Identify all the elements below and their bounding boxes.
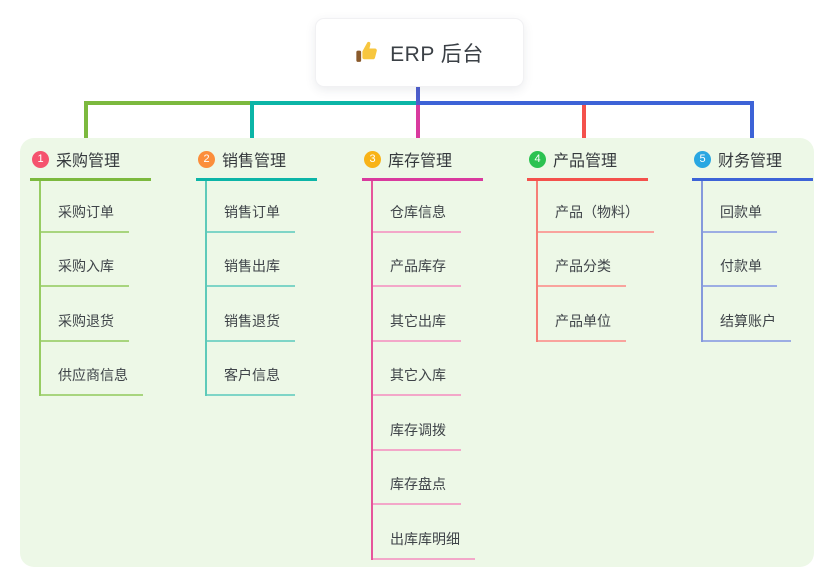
branch-finance: 5 财务管理 回款单 付款单 结算账户 <box>692 147 813 342</box>
node-item[interactable]: 采购退货 <box>41 287 129 342</box>
branch-inventory-items: 仓库信息 产品库存 其它出库 其它入库 库存调拨 库存盘点 出库库明细 <box>371 181 475 560</box>
branch-purchase-heading[interactable]: 1 采购管理 <box>30 147 151 181</box>
connector-branch4-drop <box>582 103 586 146</box>
branch-title: 财务管理 <box>718 153 783 170</box>
branch-purchase-items: 采购订单 采购入库 采购退货 供应商信息 <box>39 181 143 396</box>
node-item[interactable]: 销售出库 <box>207 233 295 287</box>
node-item[interactable]: 产品（物料） <box>538 181 654 233</box>
node-item[interactable]: 销售退货 <box>207 287 295 342</box>
branch-number-badge: 4 <box>529 150 546 168</box>
node-item[interactable]: 客户信息 <box>207 342 295 396</box>
node-item[interactable]: 结算账户 <box>703 287 791 342</box>
connector-branch1-horizontal <box>84 101 254 105</box>
connector-branch5-horizontal <box>416 101 754 105</box>
connector-branch1-drop <box>84 101 88 146</box>
branch-product: 4 产品管理 产品（物料） 产品分类 产品单位 <box>527 147 654 342</box>
node-item[interactable]: 采购订单 <box>41 181 129 233</box>
node-item[interactable]: 付款单 <box>703 233 777 287</box>
connector-branch5-drop <box>750 101 754 146</box>
branch-number-badge: 5 <box>694 150 711 168</box>
node-item[interactable]: 其它出库 <box>373 287 461 342</box>
branch-title: 销售管理 <box>222 153 287 170</box>
connector-branch3-drop <box>416 103 420 146</box>
branch-product-heading[interactable]: 4 产品管理 <box>527 147 648 181</box>
node-item[interactable]: 产品单位 <box>538 287 626 342</box>
root-node[interactable]: ERP 后台 <box>315 18 524 87</box>
branch-sales: 2 销售管理 销售订单 销售出库 销售退货 客户信息 <box>196 147 317 396</box>
branch-inventory-heading[interactable]: 3 库存管理 <box>362 147 483 181</box>
branch-sales-heading[interactable]: 2 销售管理 <box>196 147 317 181</box>
branch-title: 库存管理 <box>388 153 453 170</box>
node-item[interactable]: 销售订单 <box>207 181 295 233</box>
node-item[interactable]: 回款单 <box>703 181 777 233</box>
node-item[interactable]: 其它入库 <box>373 342 461 396</box>
connector-trunk <box>416 85 420 105</box>
node-item[interactable]: 库存调拨 <box>373 396 461 451</box>
connector-branch2-drop <box>250 101 254 146</box>
branch-sales-items: 销售订单 销售出库 销售退货 客户信息 <box>205 181 295 396</box>
branch-number-badge: 1 <box>32 150 49 168</box>
branch-title: 产品管理 <box>553 153 618 170</box>
branch-finance-items: 回款单 付款单 结算账户 <box>701 181 791 342</box>
node-item[interactable]: 出库库明细 <box>373 505 475 560</box>
branch-finance-heading[interactable]: 5 财务管理 <box>692 147 813 181</box>
node-item[interactable]: 采购入库 <box>41 233 129 287</box>
node-item[interactable]: 仓库信息 <box>373 181 461 233</box>
branch-product-items: 产品（物料） 产品分类 产品单位 <box>536 181 654 342</box>
branch-number-badge: 2 <box>198 150 215 168</box>
branch-number-badge: 3 <box>364 150 381 168</box>
node-item[interactable]: 供应商信息 <box>41 342 143 396</box>
branch-title: 采购管理 <box>56 153 121 170</box>
branches-panel <box>20 138 814 567</box>
branch-inventory: 3 库存管理 仓库信息 产品库存 其它出库 其它入库 库存调拨 库存盘点 出库库… <box>362 147 483 560</box>
node-item[interactable]: 产品分类 <box>538 233 626 287</box>
branch-purchase: 1 采购管理 采购订单 采购入库 采购退货 供应商信息 <box>30 147 151 396</box>
node-item[interactable]: 库存盘点 <box>373 451 461 505</box>
node-item[interactable]: 产品库存 <box>373 233 461 287</box>
thumbs-up-icon <box>355 40 380 65</box>
connector-branch2-horizontal <box>250 101 420 105</box>
root-title: ERP 后台 <box>390 42 484 66</box>
